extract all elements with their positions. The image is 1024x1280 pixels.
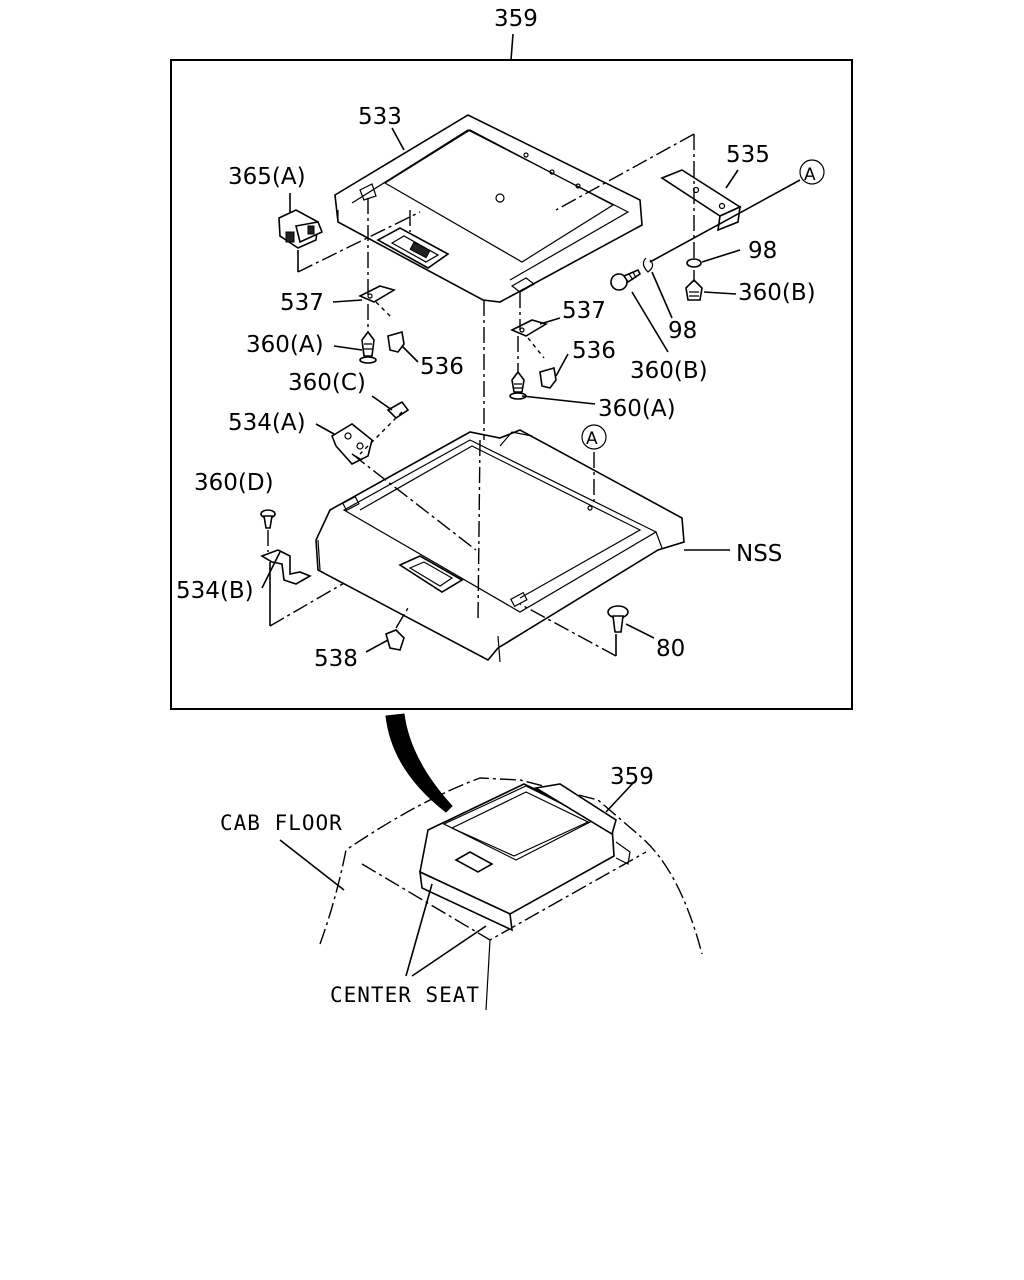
ref-a-upper-drawing (649, 159, 825, 263)
label-98-left: 98 (668, 318, 697, 344)
label-537-right: 537 (562, 298, 606, 324)
ref-a-lower-circle (581, 424, 607, 450)
label-360b-right: 360(B) (738, 280, 816, 306)
latch-534a-drawing (331, 423, 373, 465)
box-nss-drawing (315, 429, 685, 663)
label-536-right: 536 (572, 338, 616, 364)
label-534a: 534(A) (228, 410, 306, 436)
screw-360a-left-drawing (359, 304, 377, 364)
label-location-359: 359 (610, 764, 654, 790)
screw-360d-drawing (260, 509, 276, 552)
cap-536-left-drawing (387, 330, 405, 353)
cap-536-right-drawing (539, 366, 557, 389)
label-537-left: 537 (280, 290, 324, 316)
screw-360c-drawing (386, 400, 410, 420)
clip-98-right-drawing (685, 258, 703, 301)
clip-538-drawing (385, 607, 409, 651)
label-center-seat: CENTER SEAT (330, 983, 480, 1007)
cab-floor-view (279, 777, 703, 1011)
label-360a-right: 360(A) (598, 396, 676, 422)
label-534b: 534(B) (176, 578, 254, 604)
switch-365a-drawing (278, 209, 421, 273)
clip-98-left-drawing (610, 257, 654, 291)
label-nss: NSS (736, 541, 782, 567)
label-360c: 360(C) (288, 370, 366, 396)
label-533: 533 (358, 104, 402, 130)
bolt-80-drawing (519, 603, 629, 657)
hinge-537-left-drawing (358, 198, 396, 319)
hinge-537-right-drawing (510, 292, 548, 359)
label-359: 359 (494, 6, 538, 32)
screw-360a-right-drawing (509, 336, 527, 400)
lid-533-drawing (334, 114, 643, 303)
label-cab-floor: CAB FLOOR (220, 811, 343, 835)
label-98-right: 98 (748, 238, 777, 264)
label-536-left: 536 (420, 354, 464, 380)
label-80: 80 (656, 636, 685, 662)
label-535: 535 (726, 142, 770, 168)
label-365a: 365(A) (228, 164, 306, 190)
label-ref-a-upper: A (804, 165, 816, 185)
label-360b-mid: 360(B) (630, 358, 708, 384)
label-360d: 360(D) (194, 470, 274, 496)
label-538: 538 (314, 646, 358, 672)
label-ref-a-lower: A (586, 429, 598, 449)
locator-arrow (385, 713, 453, 813)
label-360a-left: 360(A) (246, 332, 324, 358)
